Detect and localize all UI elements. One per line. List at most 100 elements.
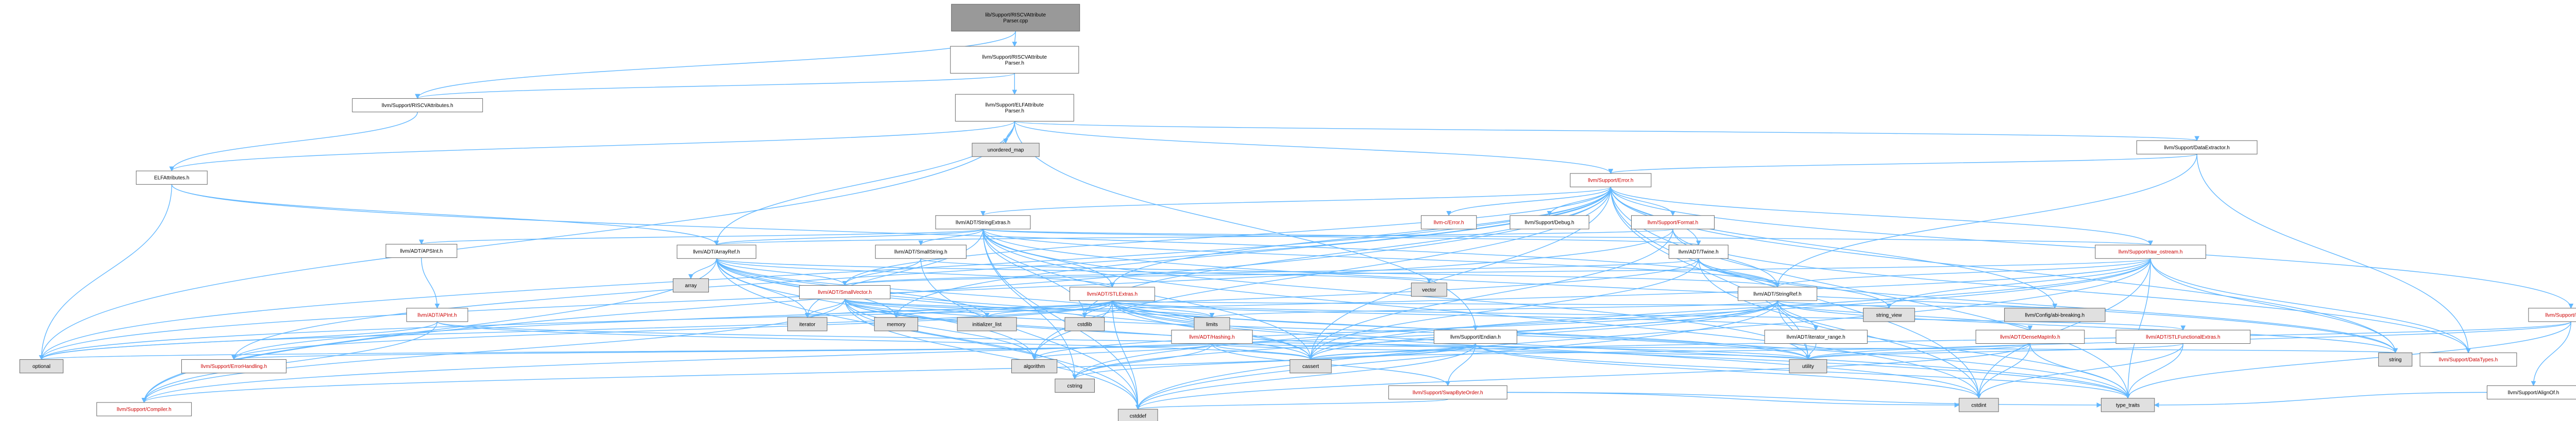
node-label: ELFAttributes.h (154, 176, 189, 181)
node-box (1668, 244, 1728, 259)
edge-hashing-to-algorithm (1031, 343, 1213, 360)
node-error-or[interactable]: llvm/Support/ErrorOr.h (2528, 308, 2576, 322)
edge-small-vector-to-cstdlib (844, 299, 1087, 318)
edge-array-ref-to-iterator (716, 258, 810, 318)
edge-support-error-to-memory (893, 187, 1612, 318)
edge-stl-functional-extras-to-cstdint (1976, 343, 2184, 399)
node-twine[interactable]: llvm/ADT/Twine.h (1668, 244, 1728, 259)
node-string-extras[interactable]: llvm/ADT/StringExtras.h (935, 215, 1031, 230)
node-label: llvm/Support/RISCVAttribute (982, 55, 1047, 60)
edge-string-extras-to-string-ref (982, 229, 1780, 288)
edge-string-ref-to-string-view (1777, 300, 1892, 309)
node-support-error[interactable]: llvm/Support/Error.h (1570, 173, 1652, 187)
edge-apsint-to-apint (421, 257, 440, 309)
node-label: llvm/ADT/Twine.h (1679, 250, 1719, 255)
node-cstring: cstring (1055, 378, 1095, 393)
node-support-format[interactable]: llvm/Support/Format.h (1631, 215, 1715, 230)
node-label: cstring (1067, 383, 1082, 389)
node-iterator-range[interactable]: llvm/ADT/iterator_range.h (1764, 329, 1868, 344)
edge-string-extras-to-cstdint (982, 229, 1981, 399)
node-align-of[interactable]: llvm/Support/AlignOf.h (2486, 385, 2576, 399)
node-array-ref[interactable]: llvm/ADT/ArrayRef.h (676, 244, 756, 259)
node-stl-functional-extras[interactable]: llvm/ADT/STLFunctionalExtras.h (2115, 329, 2251, 344)
edge-stl-extras-to-initializer-list (984, 300, 1113, 318)
edge-stl-extras-to-cstdlib (1082, 300, 1113, 318)
node-box (19, 359, 64, 374)
node-string-ref[interactable]: llvm/ADT/StringRef.h (1737, 287, 1818, 301)
node-box (787, 317, 827, 331)
node-label: llvm/Support/SwapByteOrder.h (1413, 390, 1483, 396)
edge-support-format-to-array-ref (714, 229, 1673, 246)
edge-small-vector-to-cstddef (844, 299, 1141, 410)
edge-small-string-to-cstddef (920, 258, 1141, 410)
node-box (1789, 359, 1827, 374)
node-box (1070, 287, 1155, 301)
node-label: llvm/ADT/APInt.h (418, 312, 457, 318)
node-type-traits: type_traits (2100, 398, 2155, 412)
edge-support-error-to-optional (39, 187, 1612, 360)
node-label: llvm/ADT/DenseMapInfo.h (2000, 335, 2060, 340)
edge-hashing-to-optional (39, 343, 1213, 360)
node-riscv-attrs[interactable]: llvm/Support/RISCVAttributes.h (352, 98, 483, 113)
edge-apint-to-compiler (141, 321, 438, 403)
edge-raw-ostream-to-cstddef (1135, 258, 2151, 410)
edge-array-ref-to-hashing (716, 258, 1215, 331)
edge-raw-ostream-to-cassert (1308, 258, 2151, 360)
node-label: llvm/Support/ELFAttribute (986, 102, 1044, 108)
node-stl-extras[interactable]: llvm/ADT/STLExtras.h (1070, 287, 1155, 301)
node-apsint[interactable]: llvm/ADT/APSInt.h (385, 243, 457, 258)
node-label: cstdlib (1077, 322, 1092, 327)
node-error-handling[interactable]: llvm/Support/ErrorHandling.h (181, 359, 287, 374)
edge-stl-extras-to-cstdint (1112, 301, 1981, 399)
node-box (1631, 215, 1715, 230)
node-swap-byte-order[interactable]: llvm/Support/SwapByteOrder.h (1388, 385, 1507, 399)
edge-string-ref-to-limits (1210, 300, 1778, 318)
edge-string-ref-to-cstddef (1135, 301, 1778, 410)
edge-small-vector-to-initializer-list (844, 299, 990, 318)
node-data-extractor[interactable]: llvm/Support/DataExtractor.h (2136, 140, 2258, 154)
edge-support-error-to-string-extras (980, 186, 1612, 216)
node-label: llvm/Support/raw_ostream.h (2119, 250, 2183, 255)
edge-string-extras-to-cstring (982, 229, 1078, 380)
edge-array-ref-to-cstddef (716, 258, 1141, 410)
edge-small-string-to-small-vector (842, 258, 921, 286)
node-small-vector[interactable]: llvm/ADT/SmallVector.h (799, 285, 891, 300)
node-compiler[interactable]: llvm/Support/Compiler.h (96, 402, 192, 416)
node-box (957, 317, 1017, 331)
node-small-string[interactable]: llvm/ADT/SmallString.h (875, 244, 967, 259)
node-box (181, 359, 287, 374)
edge-riscv-attr-parser-to-riscv-attrs (415, 73, 1015, 99)
node-limits: limits (1194, 317, 1230, 331)
edge-endian-to-swap-byte-order (1445, 343, 1476, 387)
node-label: llvm/Support/Compiler.h (117, 407, 172, 413)
node-hashing[interactable]: llvm/ADT/Hashing.h (1171, 329, 1253, 344)
edge-support-error-to-config-abi (1610, 187, 2058, 309)
edge-twine-to-string (1698, 258, 2398, 354)
edge-support-format-to-cassert (1308, 229, 1673, 360)
edge-string-extras-to-apsint (419, 229, 984, 245)
edge-twine-to-small-vector (842, 258, 1699, 286)
node-dense-map-info[interactable]: llvm/ADT/DenseMapInfo.h (1975, 329, 2085, 344)
edge-raw-ostream-to-string-ref (1775, 258, 2151, 288)
node-apint[interactable]: llvm/ADT/APInt.h (406, 308, 468, 322)
node-c-error[interactable]: llvm-c/Error.h (1421, 215, 1477, 230)
node-data-types[interactable]: llvm/Support/DataTypes.h (2419, 352, 2517, 367)
edge-raw-ostream-to-cstdint (1976, 258, 2151, 399)
edge-dense-map-info-to-cstddef (1136, 343, 2031, 410)
node-elf-attrs[interactable]: ELFAttributes.h (135, 170, 208, 185)
node-support-debug[interactable]: llvm/Support/Debug.h (1510, 215, 1589, 230)
node-box (874, 317, 919, 331)
edge-elf-attrs-to-optional (39, 184, 173, 360)
node-label: utility (1802, 364, 1814, 370)
edge-stl-extras-to-iterator-range (1112, 300, 1819, 331)
node-endian[interactable]: llvm/Support/Endian.h (1433, 329, 1517, 344)
node-raw-ostream[interactable]: llvm/Support/raw_ostream.h (2095, 244, 2206, 259)
edge-hashing-to-utility (1211, 343, 1810, 360)
edge-apint-to-utility (436, 321, 1810, 360)
node-label: Parser.h (1005, 60, 1024, 66)
node-label: optional (32, 364, 50, 370)
